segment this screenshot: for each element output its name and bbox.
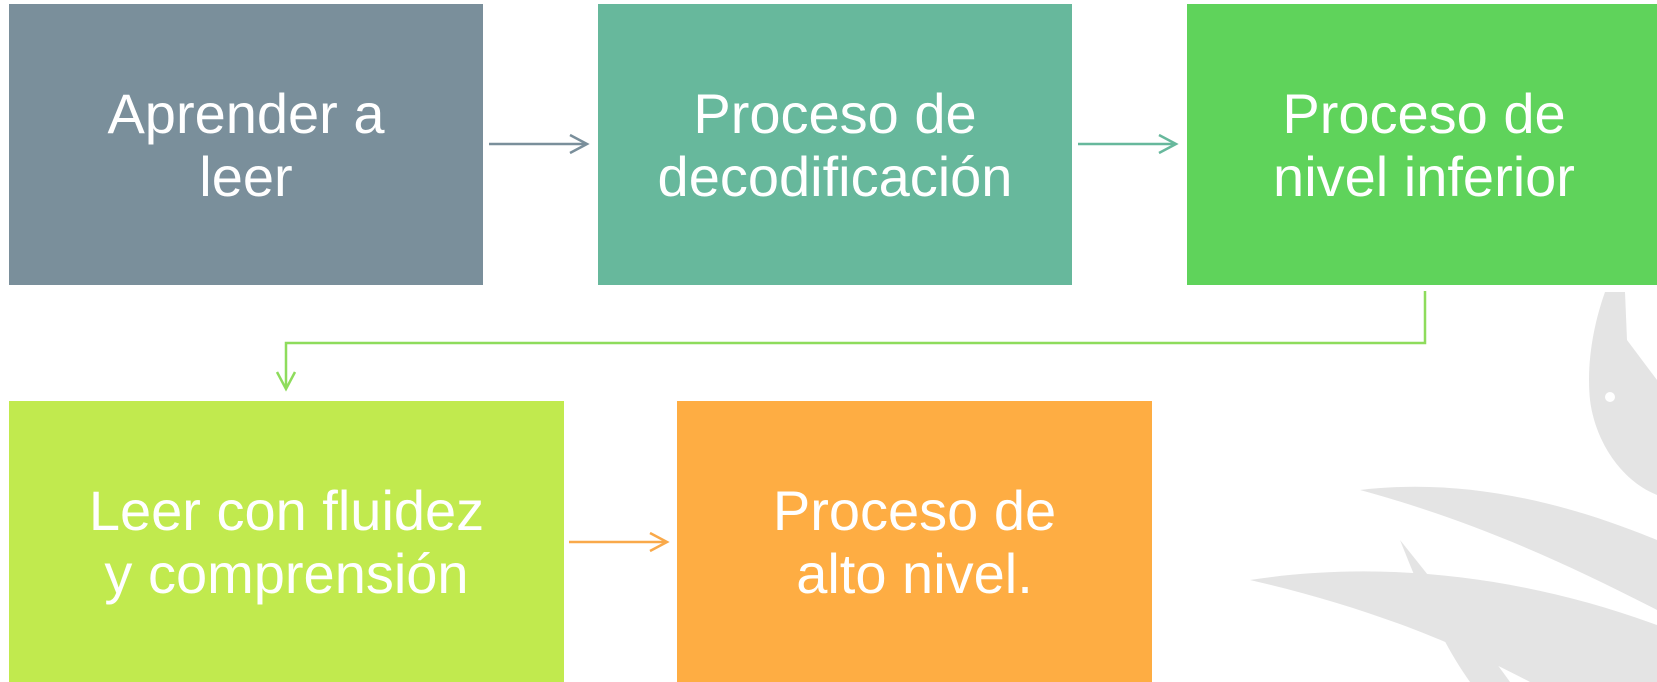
box-text-line: leer xyxy=(199,144,293,208)
box-proceso-de-decodificacion: Proceso de decodificación xyxy=(598,4,1072,285)
watermark-shapes xyxy=(1250,292,1657,682)
box-text-line: Proceso de xyxy=(772,478,1057,542)
box-text-line: Aprender a xyxy=(107,81,385,145)
arrow-aprender-to-decodificacion xyxy=(489,133,590,155)
box-proceso-de-nivel-inferior: Proceso de nivel inferior xyxy=(1187,4,1657,285)
arrow-decodificacion-to-nivel-inferior xyxy=(1078,133,1179,155)
arrow-nivel-inferior-to-fluidez xyxy=(275,291,1427,392)
box-text-line: Leer con fluidez xyxy=(88,478,485,542)
box-proceso-de-alto-nivel: Proceso de alto nivel. xyxy=(677,401,1152,682)
arrow-fluidez-to-alto-nivel xyxy=(569,531,670,553)
box-aprender-a-leer: Aprender a leer xyxy=(9,4,483,285)
box-text-line: Proceso de xyxy=(1282,81,1566,145)
watermark-eye xyxy=(1605,392,1615,402)
box-text-line: alto nivel. xyxy=(796,541,1033,605)
box-text-line: y comprensión xyxy=(104,541,469,605)
box-leer-con-fluidez: Leer con fluidez y comprensión xyxy=(9,401,564,682)
box-text-line: nivel inferior xyxy=(1273,144,1575,208)
box-text-line: Proceso de xyxy=(693,81,977,145)
box-text-line: decodificación xyxy=(657,144,1013,208)
